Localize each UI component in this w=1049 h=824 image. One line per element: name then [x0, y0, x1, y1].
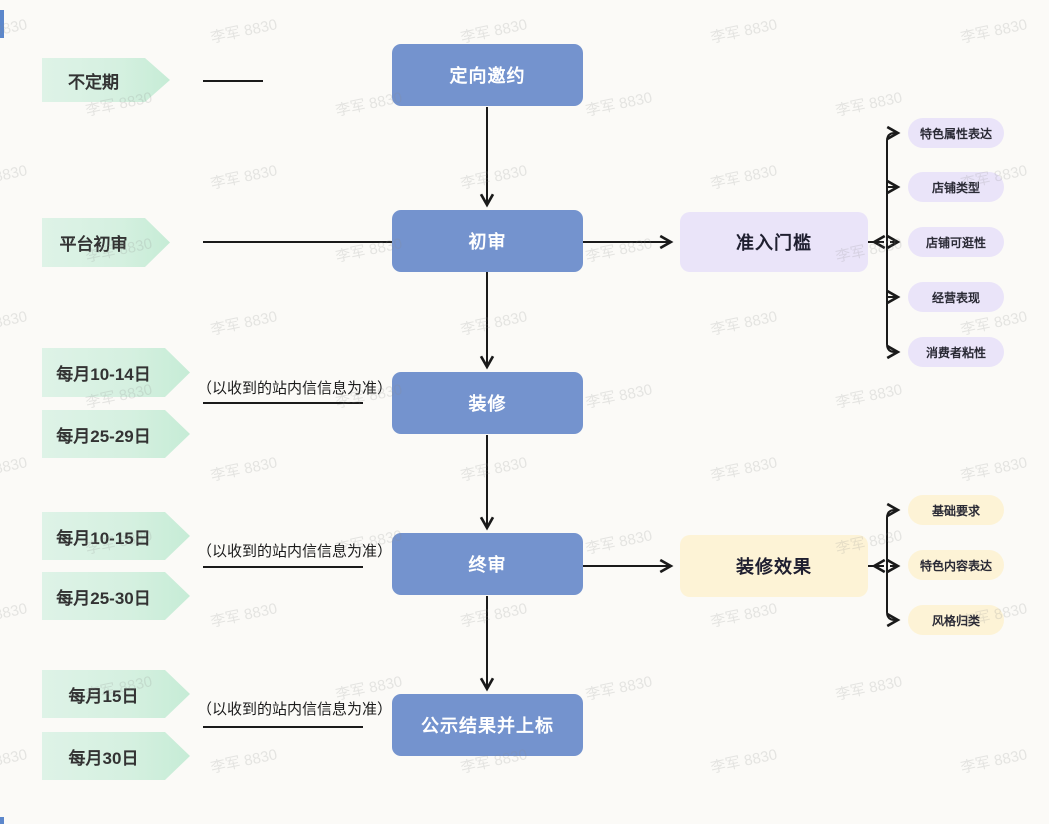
side-label-month-25-30: 每月25-30日 — [42, 572, 190, 620]
note-inbox-message-1: （以收到的站内信信息为准） — [197, 380, 393, 397]
group-box-threshold: 准入门槛 — [680, 212, 868, 272]
side-label-month-30: 每月30日 — [42, 732, 190, 780]
left-edge-artifact-bottom — [0, 817, 4, 824]
group-box-decoration-effect: 装修效果 — [680, 535, 868, 597]
side-label-month-10-15: 每月10-15日 — [42, 512, 190, 560]
threshold-branch-bottom — [886, 242, 901, 360]
side-label-month-25-29: 每月25-29日 — [42, 410, 190, 458]
pill-shop-browsability: 店铺可逛性 — [908, 227, 1004, 257]
side-label-month-10-14: 每月10-14日 — [42, 348, 190, 397]
effect-branch-bottom — [886, 566, 901, 628]
pill-business-performance: 经营表现 — [908, 282, 1004, 312]
stage-directed-invite: 定向邀约 — [392, 44, 583, 106]
pill-consumer-stickiness: 消费者粘性 — [908, 337, 1004, 367]
pill-feature-content: 特色内容表达 — [908, 550, 1004, 580]
pill-style-category: 风格归类 — [908, 605, 1004, 635]
effect-branch-top — [886, 502, 901, 566]
note-inbox-message-3: （以收到的站内信信息为准） — [197, 701, 393, 718]
pill-shop-type: 店铺类型 — [908, 172, 1004, 202]
pill-basic-requirements: 基础要求 — [908, 495, 1004, 525]
stage-final-review: 终审 — [392, 533, 583, 595]
side-label-irregular: 不定期 — [42, 58, 170, 102]
stage-publish-result: 公示结果并上标 — [392, 694, 583, 756]
threshold-branch-top — [886, 125, 901, 242]
pill-feature-attribute: 特色属性表达 — [908, 118, 1004, 148]
stage-decorate: 装修 — [392, 372, 583, 434]
note-inbox-message-2: （以收到的站内信信息为准） — [197, 543, 393, 560]
side-label-month-15: 每月15日 — [42, 670, 190, 718]
stage-first-review: 初审 — [392, 210, 583, 272]
side-label-platform-review: 平台初审 — [42, 218, 170, 267]
left-edge-artifact-top — [0, 10, 4, 38]
